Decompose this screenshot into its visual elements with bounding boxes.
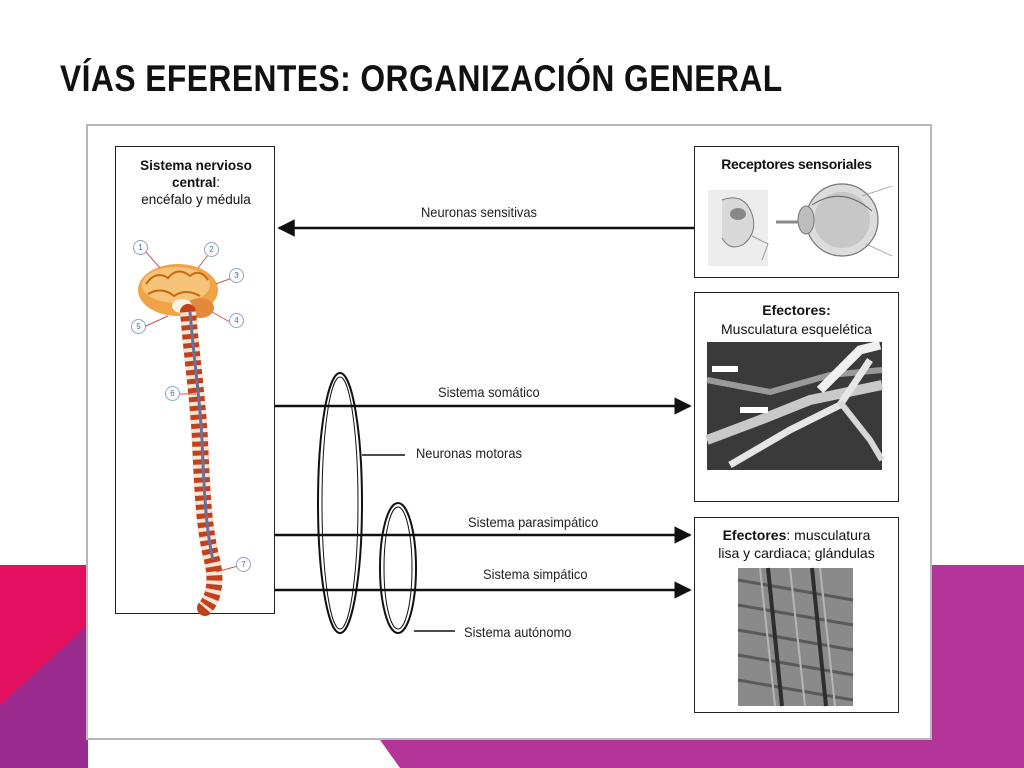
label-motor-neurons: Neuronas motoras xyxy=(416,445,522,461)
purple-triangle xyxy=(0,625,88,768)
cns-title-word: central xyxy=(171,175,217,190)
autonomic-ring xyxy=(379,502,417,634)
label-sympathetic-system: Sistema simpático xyxy=(483,566,588,582)
label-parasympathetic-system: Sistema parasimpático xyxy=(468,514,599,530)
cns-title-line1: Sistema nervioso xyxy=(140,158,252,173)
marker-3: 3 xyxy=(229,268,244,283)
skeletal-effectors-text: Musculatura esquelética xyxy=(721,321,872,337)
cns-title-line2: central: xyxy=(116,174,276,191)
eye-icon xyxy=(776,183,893,257)
brain-icon xyxy=(138,264,218,318)
cns-subtitle: encéfalo y médula xyxy=(141,192,251,207)
magenta-bottom xyxy=(380,740,930,768)
motor-neuron-ring xyxy=(317,372,363,634)
slide-title: VÍAS EFERENTES: ORGANIZACIÓN GENERAL xyxy=(60,58,783,99)
smooth-effectors-line1-suffix: : musculatura xyxy=(786,527,871,543)
marker-6: 6 xyxy=(165,386,180,401)
smooth-effectors-line2: lisa y cardiaca; glándulas xyxy=(718,545,875,561)
smooth-effectors-line1: Efectores: musculatura xyxy=(695,527,898,544)
receptors-title: Receptores sensoriales xyxy=(721,156,872,172)
marker-5: 5 xyxy=(131,319,146,334)
smooth-effectors-title: Efectores xyxy=(722,527,787,543)
marker-4: 4 xyxy=(229,313,244,328)
magenta-band xyxy=(930,565,1024,768)
cns-title-colon: : xyxy=(216,175,221,190)
marker-1: 1 xyxy=(133,240,148,255)
label-somatic-system: Sistema somático xyxy=(438,384,540,400)
ear-icon xyxy=(708,190,769,266)
label-sensory-neurons: Neuronas sensitivas xyxy=(421,204,537,220)
spinal-cord-icon xyxy=(180,304,223,616)
marker-2: 2 xyxy=(204,242,219,257)
marker-7: 7 xyxy=(236,557,251,572)
label-autonomic-system: Sistema autónomo xyxy=(464,624,572,640)
skeletal-effectors-title: Efectores: xyxy=(762,302,831,318)
